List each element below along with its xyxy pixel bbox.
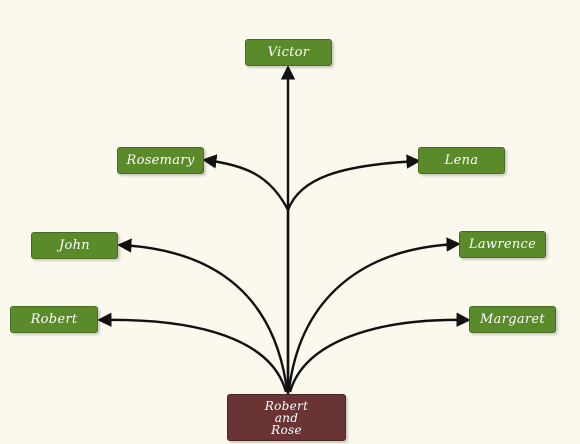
edge-rosemary — [202, 154, 290, 396]
edge-john — [117, 238, 289, 391]
node-john: John — [31, 232, 118, 259]
edge-lena — [286, 154, 421, 211]
root-label-line-3: Rose — [271, 422, 302, 437]
root-label-line-1: Robert — [264, 398, 309, 413]
node-lena: Lena — [418, 147, 505, 174]
node-rosemary-label: Rosemary — [126, 153, 195, 168]
node-rosemary: Rosemary — [117, 147, 204, 174]
root-label-line-2: and — [274, 410, 299, 425]
node-root-robert-and-rose: Robert and Rose — [227, 394, 346, 441]
node-margaret: Margaret — [469, 306, 556, 333]
node-victor-label: Victor — [267, 45, 310, 60]
edge-robert — [97, 312, 288, 393]
node-lawrence-label: Lawrence — [468, 237, 537, 252]
node-victor: Victor — [245, 39, 332, 66]
node-robert: Robert — [10, 306, 98, 333]
node-john-label: John — [59, 238, 90, 253]
node-lawrence: Lawrence — [459, 231, 546, 258]
node-margaret-label: Margaret — [480, 312, 545, 327]
node-lena-label: Lena — [444, 153, 479, 168]
edge-lawrence — [287, 237, 461, 391]
edge-margaret — [288, 312, 471, 393]
node-robert-label: Robert — [30, 312, 78, 327]
